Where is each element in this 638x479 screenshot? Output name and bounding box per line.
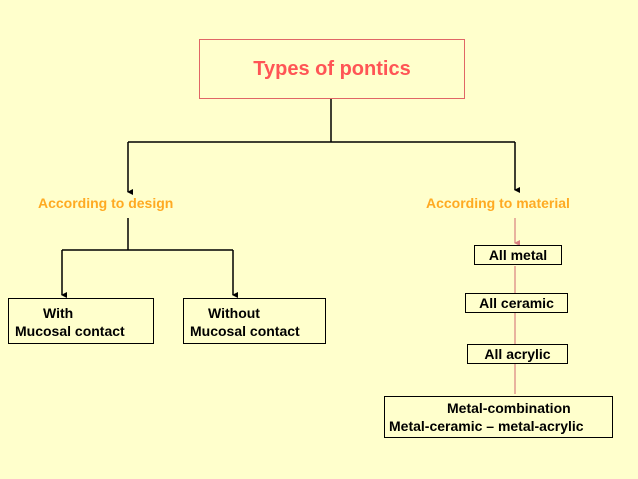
without-mucosal-node: Without Mucosal contact xyxy=(183,298,326,344)
without-line2: Mucosal contact xyxy=(190,323,300,339)
all-acrylic-node: All acrylic xyxy=(467,344,568,364)
root-title: Types of pontics xyxy=(253,57,411,80)
material-branch-label: According to material xyxy=(426,195,570,211)
root-node: Types of pontics xyxy=(199,39,465,99)
all-metal-label: All metal xyxy=(488,247,548,263)
design-branch-label: According to design xyxy=(38,195,174,211)
metal-combination-node: Metal-combination Metal-ceramic – metal-… xyxy=(384,396,613,438)
with-line2: Mucosal contact xyxy=(15,323,125,339)
with-mucosal-node: With Mucosal contact xyxy=(8,298,154,344)
all-metal-node: All metal xyxy=(474,245,562,265)
all-ceramic-node: All ceramic xyxy=(465,293,568,313)
with-line1: With xyxy=(43,305,74,321)
all-ceramic-label: All ceramic xyxy=(479,295,554,311)
combination-line1: Metal-combination xyxy=(447,400,571,416)
all-acrylic-label: All acrylic xyxy=(484,346,551,362)
combination-line2: Metal-ceramic – metal-acrylic xyxy=(389,418,584,434)
without-line1: Without xyxy=(208,305,260,321)
